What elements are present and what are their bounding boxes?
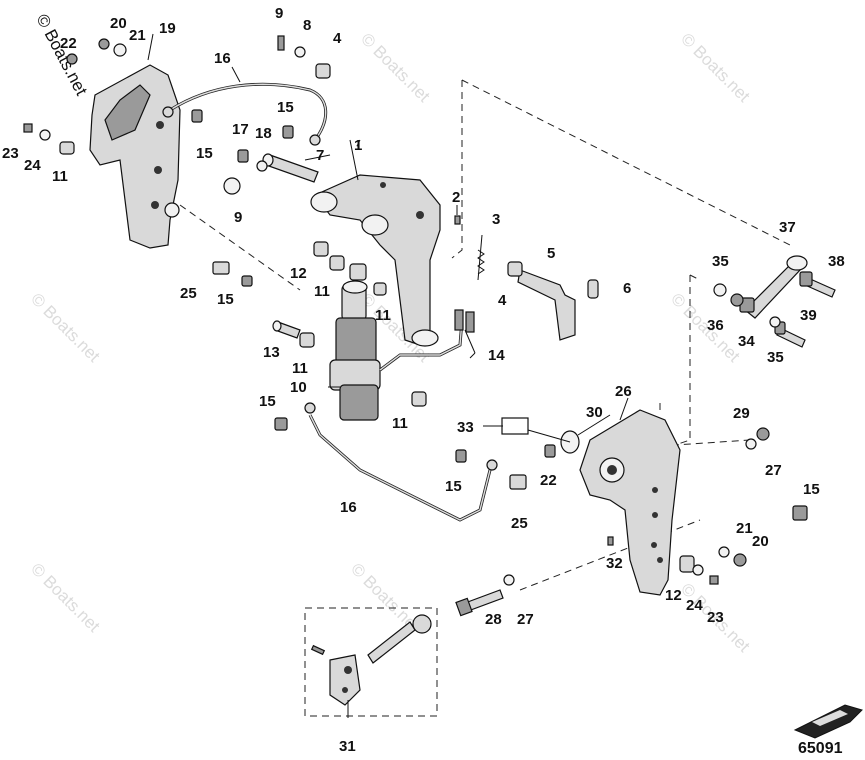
pin-13: [272, 320, 301, 339]
callout-11: 11: [314, 283, 330, 300]
callout-12: 12: [290, 265, 307, 282]
link-assembly: [739, 255, 836, 348]
long-bolt: [455, 574, 515, 617]
pivot-pin: [262, 153, 319, 183]
callout-34: 34: [738, 333, 755, 350]
callout-19: 19: [159, 20, 176, 37]
watermark: © Boats.net: [27, 289, 104, 366]
callout-20: 20: [752, 533, 769, 550]
callout-27: 27: [765, 462, 782, 479]
callout-16: 16: [214, 50, 231, 67]
callout-23: 23: [707, 609, 724, 626]
callout-11: 11: [375, 307, 391, 324]
callout-38: 38: [828, 253, 845, 270]
callout-33: 33: [457, 419, 474, 436]
tilt-lock-lever: [517, 269, 599, 341]
callout-6: 6: [623, 280, 631, 297]
callout-24: 24: [24, 157, 41, 174]
callout-14: 14: [488, 347, 505, 364]
callouts: 20 21 22 19 23 24 11 9 8 4 16 15 15 17 1…: [2, 5, 845, 755]
callout-21: 21: [736, 520, 753, 537]
watermark: © Boats.net: [357, 29, 434, 106]
callout-25: 25: [511, 515, 528, 532]
callout-35: 35: [767, 349, 784, 366]
clamp-bracket-right: [579, 409, 681, 596]
callout-4: 4: [498, 292, 507, 309]
callout-37: 37: [779, 219, 796, 236]
callout-26: 26: [615, 383, 632, 400]
callout-32: 32: [606, 555, 623, 572]
callout-12: 12: [665, 587, 682, 604]
tilt-cylinder: [329, 280, 381, 421]
callout-31: 31: [339, 738, 356, 755]
callout-39: 39: [800, 307, 817, 324]
callout-16: 16: [340, 499, 357, 516]
callout-11: 11: [52, 168, 68, 185]
swivel-bracket: [310, 174, 441, 347]
callout-27: 27: [517, 611, 534, 628]
watermark: © Boats.net: [27, 559, 104, 636]
watermark: © Boats.net: [677, 29, 754, 106]
battery-cable-lower: [304, 402, 498, 522]
callout-9: 9: [234, 209, 242, 226]
callout-15: 15: [196, 145, 213, 162]
callout-2: 2: [452, 189, 460, 206]
callout-22: 22: [60, 35, 77, 52]
callout-24: 24: [686, 597, 703, 614]
small-hardware: [23, 35, 808, 585]
callout-3: 3: [492, 211, 500, 228]
callout-15: 15: [803, 481, 820, 498]
callout-35: 35: [712, 253, 729, 270]
wire-harness: [379, 309, 475, 372]
callout-9: 9: [275, 5, 283, 22]
callout-30: 30: [586, 404, 603, 421]
boat-icon: [793, 704, 863, 739]
callout-22: 22: [540, 472, 557, 489]
callout-17: 17: [232, 121, 249, 138]
callout-10: 10: [290, 379, 307, 396]
callout-28: 28: [485, 611, 502, 628]
callout-15: 15: [445, 478, 462, 495]
callout-15: 15: [259, 393, 276, 410]
callout-36: 36: [707, 317, 724, 334]
leader-lines: [147, 33, 629, 718]
callout-5: 5: [547, 245, 555, 262]
callout-20: 20: [110, 15, 127, 32]
callout-11: 11: [392, 415, 408, 432]
callout-29: 29: [733, 405, 750, 422]
callout-18: 18: [255, 125, 272, 142]
callout-25: 25: [180, 285, 197, 302]
watermark: © Boats.net: [347, 559, 424, 636]
trailer-lever-kit: [310, 614, 432, 706]
callout-13: 13: [263, 344, 280, 361]
callout-23: 23: [2, 145, 19, 162]
clamp-bracket-left: [89, 64, 181, 249]
callout-7: 7: [316, 147, 324, 164]
callout-1: 1: [354, 137, 362, 154]
callout-15: 15: [277, 99, 294, 116]
callout-8: 8: [303, 17, 311, 34]
callout-21: 21: [129, 27, 146, 44]
copyright-text: © Boats.net: [32, 11, 91, 99]
callout-15: 15: [217, 291, 234, 308]
figure-number: 65091: [798, 740, 843, 757]
callout-4: 4: [333, 30, 342, 47]
callout-11: 11: [292, 360, 308, 377]
battery-cable-upper: [162, 82, 328, 146]
